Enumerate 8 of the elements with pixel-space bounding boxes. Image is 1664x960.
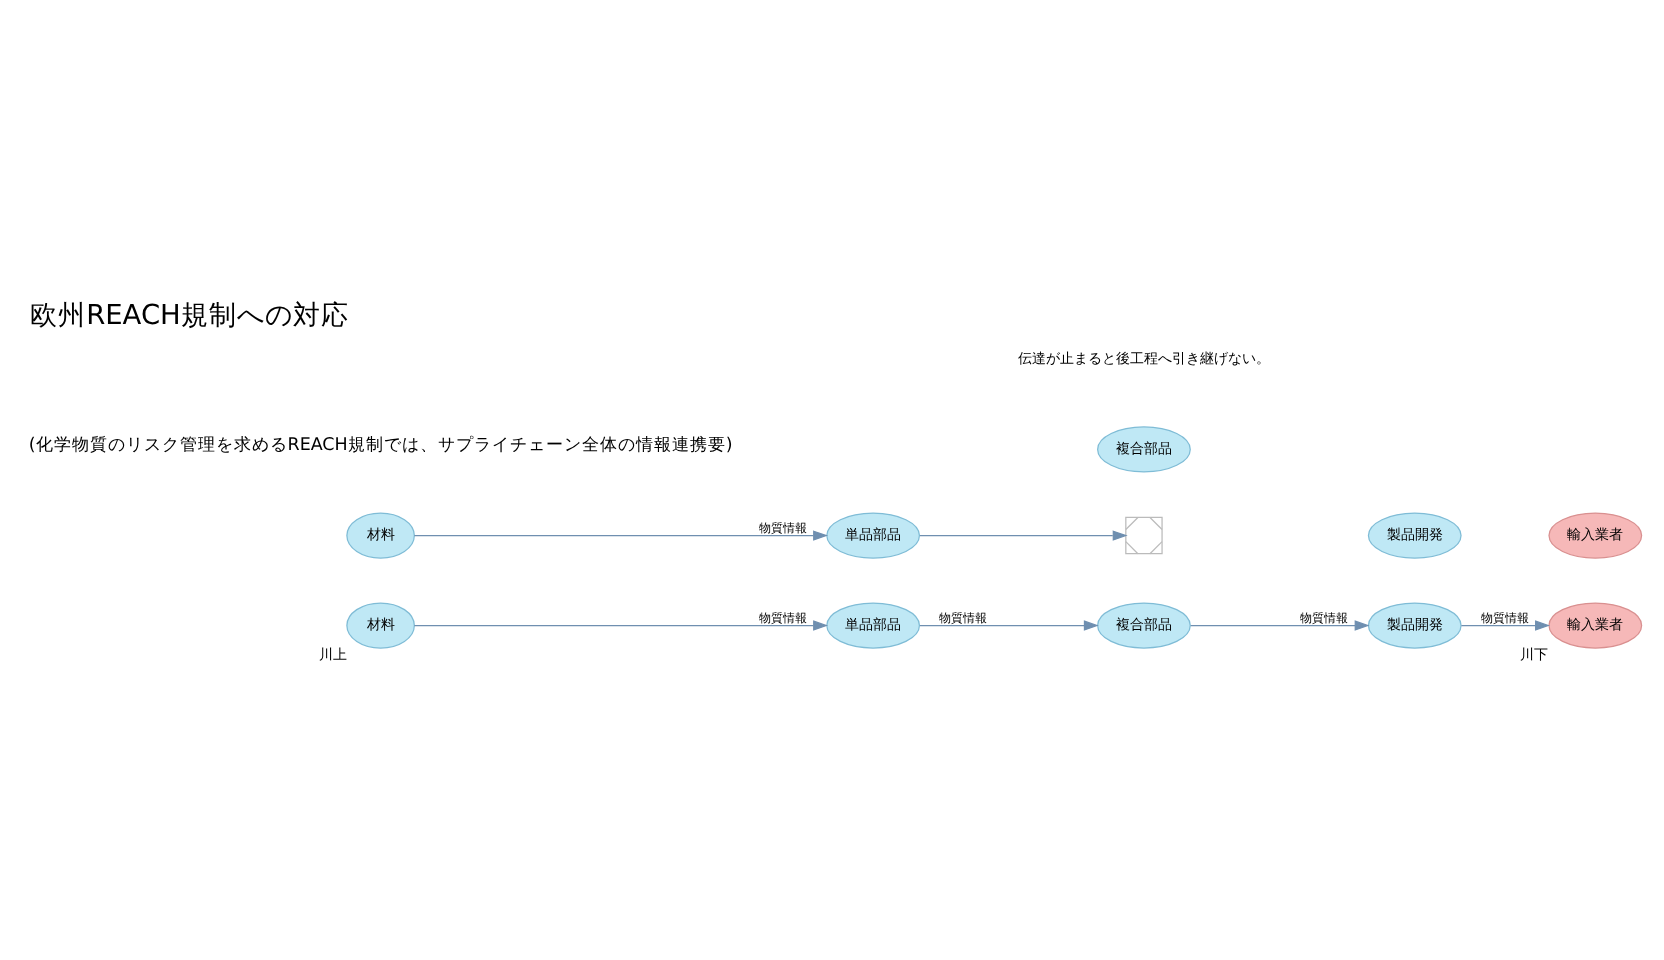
- arrow: [919, 620, 1099, 631]
- arrow: [413, 620, 829, 631]
- arrow: [413, 530, 829, 541]
- arrow: [919, 530, 1128, 541]
- arrow: [1460, 620, 1551, 631]
- arrow: [1190, 620, 1370, 631]
- label: (化学物質のリスク管理を求めるREACH規制では、サプライチェーン全体の情報連携要): [28, 436, 733, 457]
- diagram-title: 欧州REACH規制への対応: [30, 299, 349, 332]
